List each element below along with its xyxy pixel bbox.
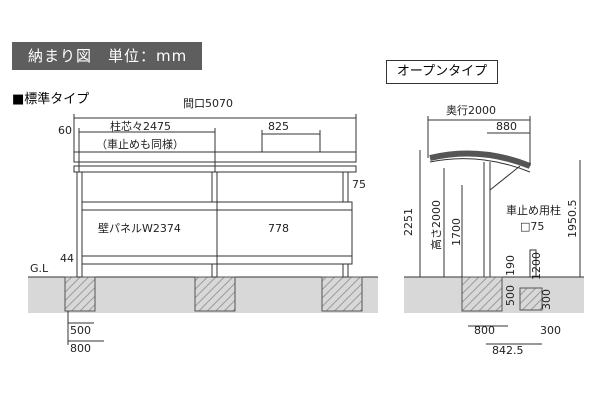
dim1200-text: 1200 bbox=[530, 252, 543, 280]
post-left bbox=[76, 171, 83, 278]
side-brace bbox=[489, 165, 521, 191]
stop-post-text: 車止め用柱 bbox=[506, 203, 561, 217]
stop-post bbox=[529, 249, 537, 278]
total-height-text: 2251 bbox=[402, 208, 415, 236]
gl-text: G.L bbox=[30, 262, 49, 275]
dim300a-text: 300 bbox=[540, 289, 553, 310]
dim300b-text: 300 bbox=[540, 324, 561, 337]
stop-post-footing bbox=[519, 287, 543, 311]
panel-right-text: 778 bbox=[268, 222, 289, 235]
dim1700-text: 1700 bbox=[450, 218, 463, 246]
drawing-title: 納まり図 単位：mm bbox=[12, 42, 202, 70]
offset-left-text: 60 bbox=[58, 124, 72, 137]
dim8425-text: 842.5 bbox=[492, 344, 524, 357]
front-view bbox=[28, 114, 378, 345]
type-label: オープンタイプ bbox=[386, 60, 498, 84]
pitch-text: 柱芯々2475 bbox=[110, 119, 171, 133]
footing-left bbox=[64, 276, 96, 312]
side-post bbox=[483, 162, 491, 277]
clear-height-text: 高さ2000 bbox=[429, 200, 443, 250]
stop-post-size-text: □75 bbox=[520, 220, 544, 233]
dim44-text: 44 bbox=[60, 252, 74, 265]
standard-type-label: ■標準タイプ bbox=[12, 92, 90, 107]
footing-inner-text: 500 bbox=[70, 324, 91, 337]
footing-center bbox=[194, 276, 236, 312]
dim75-text: 75 bbox=[352, 178, 366, 191]
footing-outer-text: 800 bbox=[70, 342, 91, 355]
dim800-side-text: 800 bbox=[474, 324, 495, 337]
opening-text: 間口5070 bbox=[183, 97, 233, 110]
depth-sub-text: 880 bbox=[496, 120, 517, 133]
side-view bbox=[404, 116, 584, 345]
depth-text: 奥行2000 bbox=[446, 103, 496, 117]
curved-roof bbox=[429, 150, 532, 169]
dim190-text: 190 bbox=[504, 255, 517, 276]
dim500-side-text: 500 bbox=[504, 285, 517, 306]
pitch-note-text: （車止めも同様） bbox=[96, 137, 184, 151]
footing-side bbox=[461, 276, 503, 312]
dim19505-text: 1950.5 bbox=[566, 200, 579, 239]
footing-right bbox=[321, 276, 363, 312]
overhang-text: 825 bbox=[268, 120, 289, 133]
curved-roof-under bbox=[429, 158, 531, 173]
panel-text: 壁パネルW2374 bbox=[98, 221, 181, 235]
